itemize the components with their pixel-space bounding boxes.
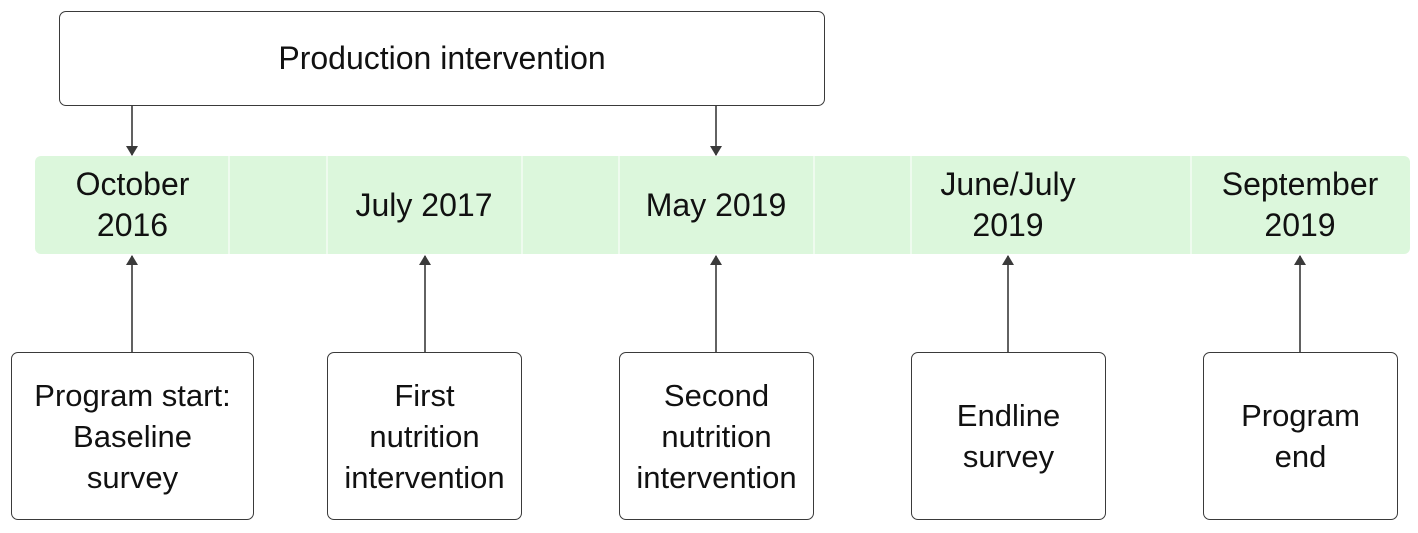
timeline-segment-divider [521, 156, 523, 254]
event-box-program-end: Program end [1203, 352, 1398, 520]
timeline-date-jul-2017: July 2017 [355, 186, 493, 223]
timeline-segment-divider [1190, 156, 1192, 254]
event-box-first-nutrition: First nutrition intervention [327, 352, 522, 520]
timeline-segment-divider [228, 156, 230, 254]
timeline-band [35, 156, 1410, 254]
event-box-program-start: Program start: Baseline survey [11, 352, 254, 520]
timeline-date-jun-jul-2019: June/July 2019 [940, 166, 1076, 243]
event-box-endline-survey: Endline survey [911, 352, 1106, 520]
timeline-date-oct-2016: October 2016 [75, 166, 190, 243]
timeline-date-sep-2019: September 2019 [1221, 166, 1379, 243]
timeline-segment-divider [813, 156, 815, 254]
timeline-segment-divider [910, 156, 912, 254]
production-intervention-box: Production intervention [59, 11, 825, 106]
timeline-segment-divider [326, 156, 328, 254]
timeline-segment-divider [618, 156, 620, 254]
production-intervention-label: Production intervention [278, 40, 606, 76]
timeline-date-may-2019: May 2019 [645, 186, 787, 223]
event-box-second-nutrition: Second nutrition intervention [619, 352, 814, 520]
